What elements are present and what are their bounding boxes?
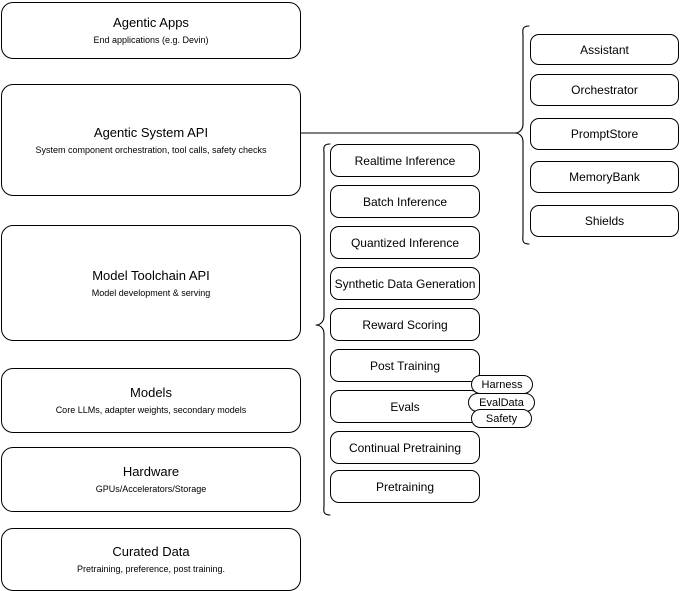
layer-subtitle: Core LLMs, adapter weights, secondary mo…: [55, 405, 247, 415]
brace-agentic-components: [514, 25, 530, 245]
agentic-component-orchestrator[interactable]: Orchestrator: [530, 74, 679, 106]
toolchain-component-quantized-inference[interactable]: Quantized Inference: [330, 226, 480, 259]
subcomponent-label: Safety: [485, 412, 518, 425]
layer-agentic-system-api[interactable]: Agentic System API System component orch…: [1, 84, 301, 196]
subcomponent-label: Harness: [481, 378, 523, 391]
layer-title: Agentic Apps: [113, 15, 189, 30]
toolchain-component-post-training[interactable]: Post Training: [330, 349, 480, 382]
layer-agentic-apps[interactable]: Agentic Apps End applications (e.g. Devi…: [1, 2, 301, 59]
evals-subcomponent-safety[interactable]: Safety: [471, 409, 532, 428]
component-label: Assistant: [580, 42, 629, 57]
component-label: Quantized Inference: [350, 235, 460, 250]
component-label: Pretraining: [375, 479, 435, 494]
toolchain-component-pretraining[interactable]: Pretraining: [330, 470, 480, 503]
component-label: Reward Scoring: [362, 317, 448, 332]
layer-subtitle: End applications (e.g. Devin): [93, 35, 209, 45]
layer-title: Models: [130, 385, 172, 400]
component-label: Orchestrator: [571, 83, 638, 97]
layer-subtitle: Pretraining, preference, post training.: [76, 564, 226, 574]
agentic-component-shields[interactable]: Shields: [530, 205, 679, 237]
component-label: Batch Inference: [362, 194, 448, 209]
layer-subtitle: System component orchestration, tool cal…: [35, 144, 267, 155]
evals-subcomponent-harness[interactable]: Harness: [471, 375, 533, 394]
layer-title: Model Toolchain API: [92, 267, 210, 283]
component-label: Evals: [390, 399, 420, 414]
component-label: MemoryBank: [569, 170, 640, 184]
toolchain-component-batch-inference[interactable]: Batch Inference: [330, 185, 480, 218]
component-label: Post Training: [369, 358, 441, 373]
component-label: Continual Pretraining: [348, 440, 462, 455]
layer-hardware[interactable]: Hardware GPUs/Accelerators/Storage: [1, 447, 301, 512]
layer-title: Hardware: [122, 464, 180, 479]
layer-title: Agentic System API: [93, 124, 209, 140]
layer-title: Curated Data: [112, 544, 190, 559]
agentic-component-assistant[interactable]: Assistant: [530, 34, 679, 65]
layer-models[interactable]: Models Core LLMs, adapter weights, secon…: [1, 368, 301, 433]
toolchain-component-synthetic-data-generation[interactable]: Synthetic Data Generation: [330, 267, 480, 300]
agentic-component-memorybank[interactable]: MemoryBank: [530, 161, 679, 193]
toolchain-component-realtime-inference[interactable]: Realtime Inference: [330, 144, 480, 177]
component-label: Synthetic Data Generation: [334, 276, 476, 291]
toolchain-component-evals[interactable]: Evals: [330, 390, 480, 423]
component-label: PromptStore: [570, 127, 639, 141]
layer-curated-data[interactable]: Curated Data Pretraining, preference, po…: [1, 528, 301, 591]
layer-subtitle: GPUs/Accelerators/Storage: [95, 484, 207, 494]
layer-subtitle: Model development & serving: [91, 287, 211, 298]
toolchain-component-reward-scoring[interactable]: Reward Scoring: [330, 308, 480, 341]
agentic-component-promptstore[interactable]: PromptStore: [530, 118, 679, 150]
brace-toolchain-components: [315, 143, 331, 516]
component-label: Realtime Inference: [354, 153, 456, 168]
component-label: Shields: [584, 214, 625, 228]
subcomponent-label: EvalData: [479, 396, 524, 409]
toolchain-component-continual-pretraining[interactable]: Continual Pretraining: [330, 431, 480, 464]
layer-model-toolchain-api[interactable]: Model Toolchain API Model development & …: [1, 225, 301, 341]
